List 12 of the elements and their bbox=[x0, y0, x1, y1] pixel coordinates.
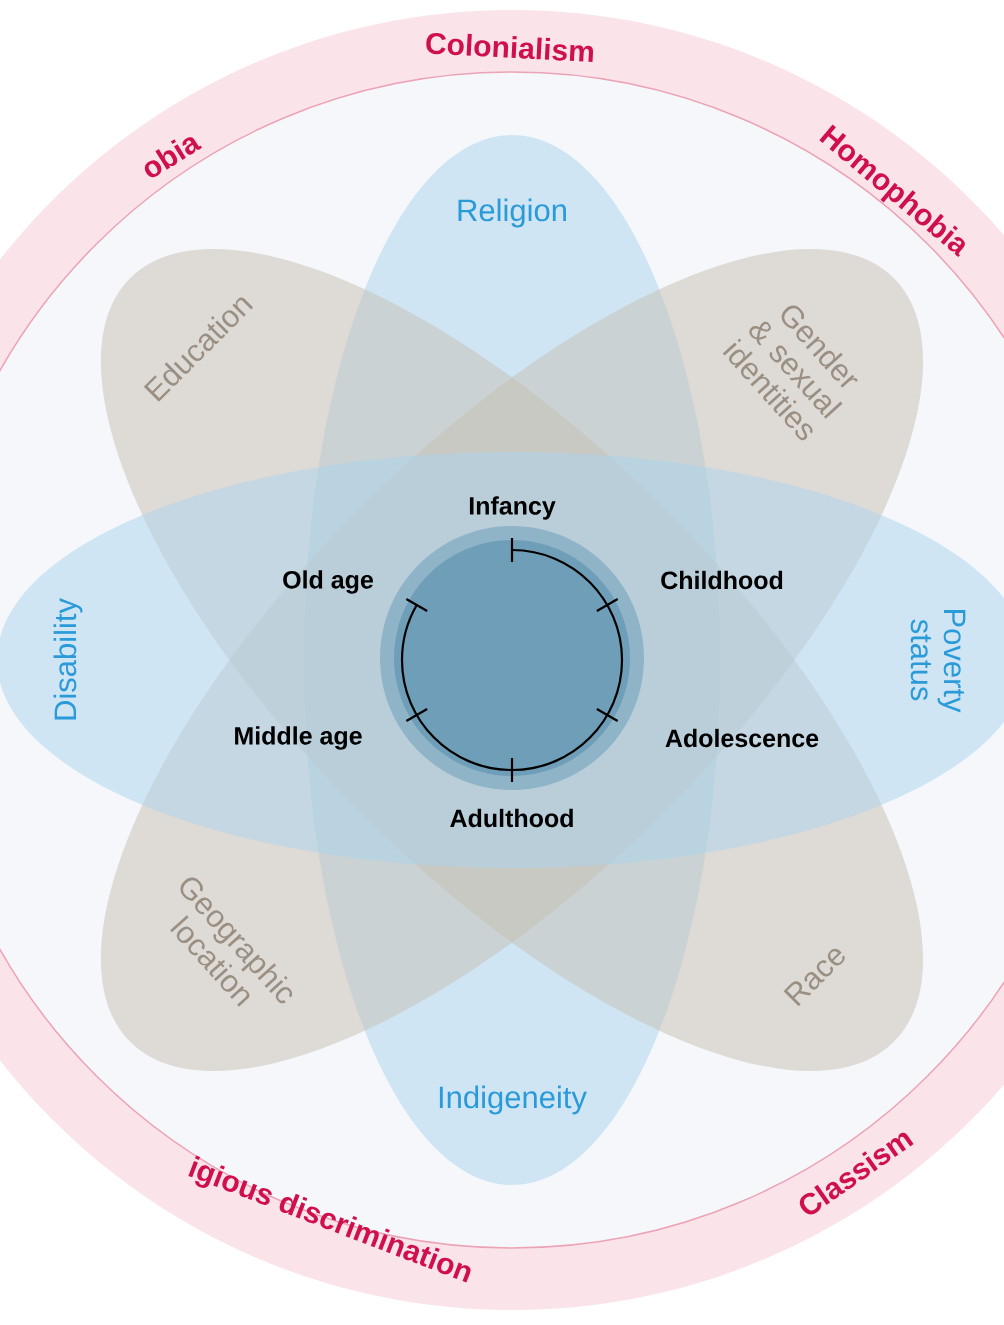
petal-label: Indigeneity bbox=[439, 1085, 587, 1115]
petal-label: Disability bbox=[53, 598, 83, 720]
stage-label: Adolescence bbox=[665, 728, 819, 748]
stage-label: Adulthood bbox=[450, 808, 573, 828]
petal-label: Poverty status bbox=[910, 610, 966, 713]
stage-label: Childhood bbox=[661, 570, 783, 590]
stage-label: Infancy bbox=[469, 496, 556, 520]
petal-label: Religion bbox=[458, 198, 566, 228]
stage-label: Middle age bbox=[235, 726, 362, 750]
stage-label: Old age bbox=[283, 570, 373, 594]
ring-label: Colonialism bbox=[426, 32, 594, 63]
ring-label: obia bbox=[144, 137, 202, 178]
